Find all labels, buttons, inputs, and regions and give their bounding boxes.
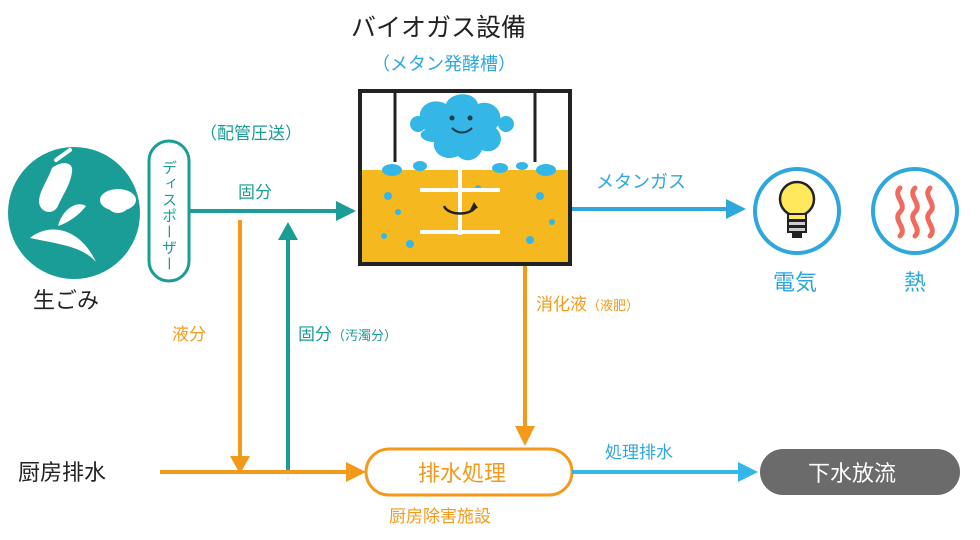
solid-label: 固分 [238, 183, 272, 203]
treatment-facility-label: 厨房除害施設 [389, 507, 491, 527]
transport-label: （配管圧送） [200, 124, 302, 144]
digestate-label-main: 消化液 [536, 295, 587, 315]
microbe-mascot-icon [410, 94, 514, 161]
kitchen-waste-label: 厨房排水 [18, 461, 106, 486]
sewer-label: 下水放流 [808, 462, 896, 487]
orange-arrows [160, 220, 535, 482]
wastewater-treatment-label: 排水処理 [418, 462, 506, 487]
sewer-box [760, 449, 960, 495]
methane-label: メタンガス [596, 172, 686, 193]
food-waste-icon [8, 147, 140, 279]
methane-arrow [572, 199, 746, 219]
digestate-label-paren: （液肥） [587, 299, 639, 314]
bio-subtitle: （メタン発酵槽） [372, 54, 516, 75]
light-bulb-icon [753, 167, 841, 255]
electricity-label: 電気 [773, 271, 817, 296]
heat-label: 熱 [904, 271, 926, 296]
digestate-label: 消化液（液肥） [536, 295, 639, 315]
solid-dirty-label: 固分（汚濁分） [298, 325, 397, 345]
liquid-label: 液分 [172, 325, 206, 345]
disposer-label: ディスポーザー [160, 160, 178, 272]
treated-drain-label: 処理排水 [605, 443, 673, 463]
solid-dirty-label-paren: （汚濁分） [332, 328, 397, 344]
teal-arrows [189, 201, 356, 472]
treated-drain-arrow [572, 462, 758, 482]
food-waste-label: 生ごみ [33, 289, 99, 314]
heat-waves-icon [871, 167, 959, 255]
bio-title: バイオガス設備 [351, 13, 526, 42]
solid-dirty-label-main: 固分 [298, 325, 332, 345]
